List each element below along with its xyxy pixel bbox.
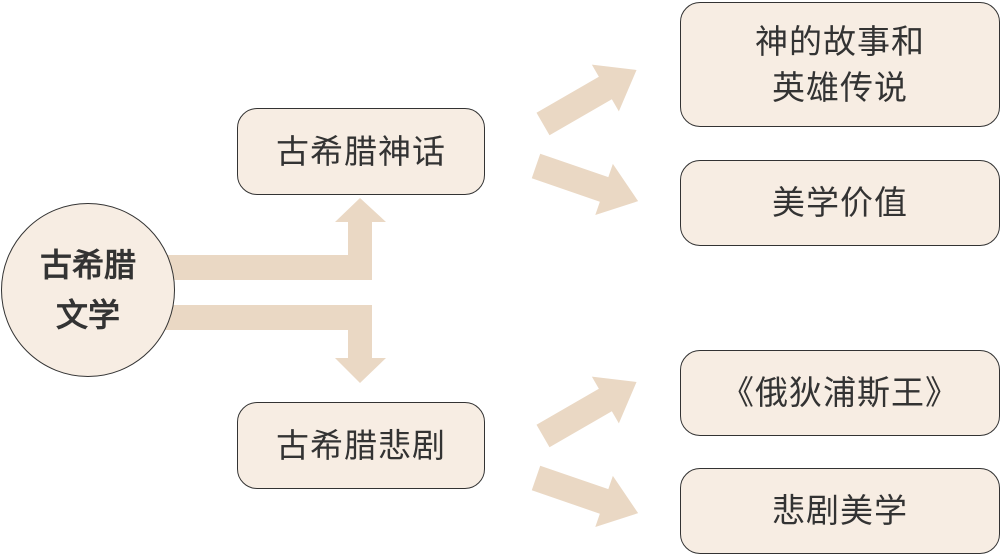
arrow-root-to-tragedy xyxy=(150,305,386,383)
root-node-greek-literature: 古希腊 文学 xyxy=(1,203,175,377)
branch-label-tragedy: 古希腊悲剧 xyxy=(276,425,446,465)
arrow-myth-to-stories xyxy=(536,64,637,136)
leaf-node-oedipus: 《俄狄浦斯王》 xyxy=(680,350,1000,436)
branch-node-greek-myth: 古希腊神话 xyxy=(237,108,485,195)
leaf-label-aesthetic-value: 美学价值 xyxy=(772,183,908,222)
root-label-line1: 古希腊 xyxy=(39,246,136,284)
branch-node-greek-tragedy: 古希腊悲剧 xyxy=(237,402,485,489)
leaf-node-aesthetic-value: 美学价值 xyxy=(680,160,1000,246)
leaf-node-myth-stories: 神的故事和 英雄传说 xyxy=(680,2,1000,127)
leaf-label-tragic-aesthetics: 悲剧美学 xyxy=(772,491,908,530)
root-label-line2: 文学 xyxy=(55,296,120,334)
arrow-myth-to-aesthetic-value xyxy=(531,153,639,215)
branch-label-myth: 古希腊神话 xyxy=(276,131,446,171)
arrow-root-to-myth xyxy=(150,198,386,280)
leaf-label-stories-line1: 神的故事和 xyxy=(755,21,925,61)
arrow-tragedy-to-tragic-aesthetics xyxy=(531,465,639,527)
leaf-node-tragic-aesthetics: 悲剧美学 xyxy=(680,468,1000,554)
leaf-label-stories-line2: 英雄传说 xyxy=(772,67,908,107)
arrow-tragedy-to-oedipus xyxy=(536,376,637,448)
leaf-label-oedipus: 《俄狄浦斯王》 xyxy=(721,373,959,412)
